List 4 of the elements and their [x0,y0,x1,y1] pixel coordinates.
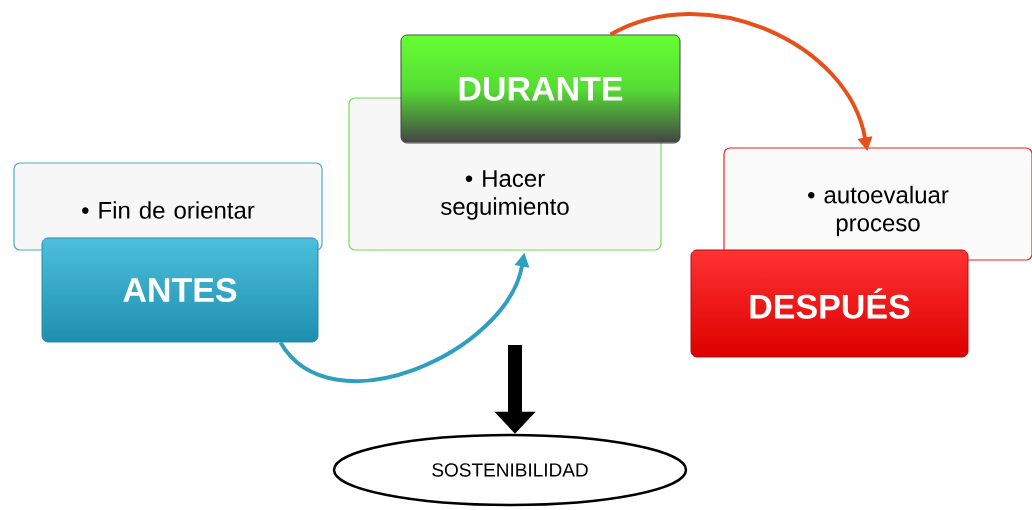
heading-box: DESPUÉS [690,249,969,358]
content-box: • autoevaluar proceso [723,147,1032,261]
heading-box: ANTES [41,237,319,343]
heading-box: DURANTE [400,34,681,144]
